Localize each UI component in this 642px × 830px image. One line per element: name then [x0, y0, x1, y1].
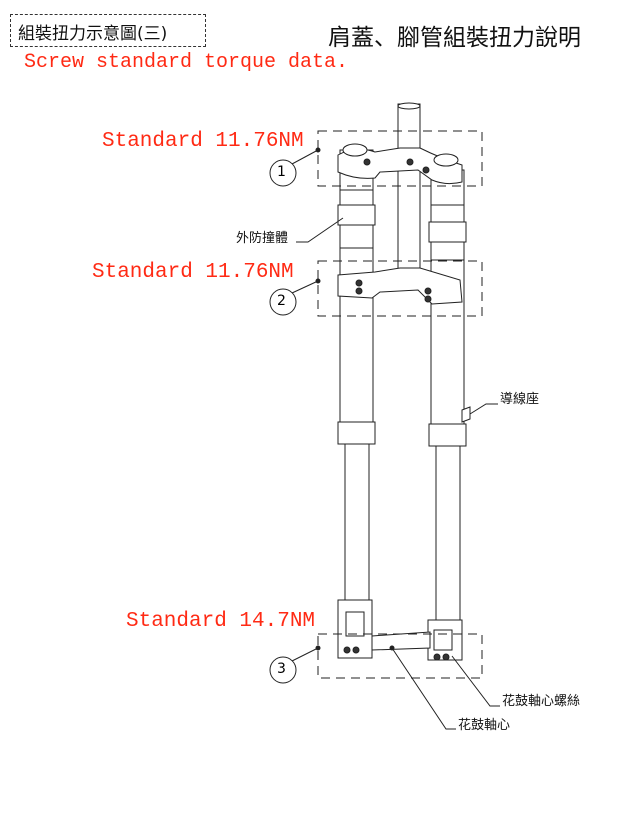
section-title: 組裝扭力示意圖(三) — [18, 24, 168, 44]
callout-number-3: 3 — [277, 661, 286, 677]
callout-box-2 — [317, 260, 483, 317]
torque-label-1: Standard 11.76NM — [102, 130, 304, 153]
label-axle: 花鼓軸心 — [458, 718, 511, 733]
left-fork-leg — [337, 149, 376, 659]
steerer-tube — [397, 103, 421, 275]
label-axle-bolt: 花鼓軸心螺絲 — [502, 694, 581, 709]
callout-box-3 — [317, 633, 483, 679]
torque-label-3: Standard 14.7NM — [126, 610, 316, 633]
label-cable-guide: 導線座 — [500, 392, 540, 407]
cable-guide — [461, 406, 471, 423]
top-crown — [337, 147, 463, 185]
main-title: 肩蓋、腳管組裝扭力說明 — [328, 25, 581, 51]
subtitle: Screw standard torque data. — [24, 51, 349, 74]
callout-circle-1 — [269, 159, 297, 187]
label-outer-guard: 外防撞體 — [236, 231, 289, 246]
callout-circle-3 — [269, 656, 297, 684]
callout-circle-2 — [269, 288, 297, 316]
torque-label-2: Standard 11.76NM — [92, 261, 294, 284]
right-fork-leg — [427, 169, 471, 661]
bottom-crown — [337, 267, 463, 305]
callout-number-2: 2 — [277, 293, 286, 309]
callout-number-1: 1 — [277, 164, 286, 180]
hub-axle — [371, 631, 431, 651]
section-title-box — [10, 14, 206, 47]
callout-box-1 — [317, 130, 483, 187]
